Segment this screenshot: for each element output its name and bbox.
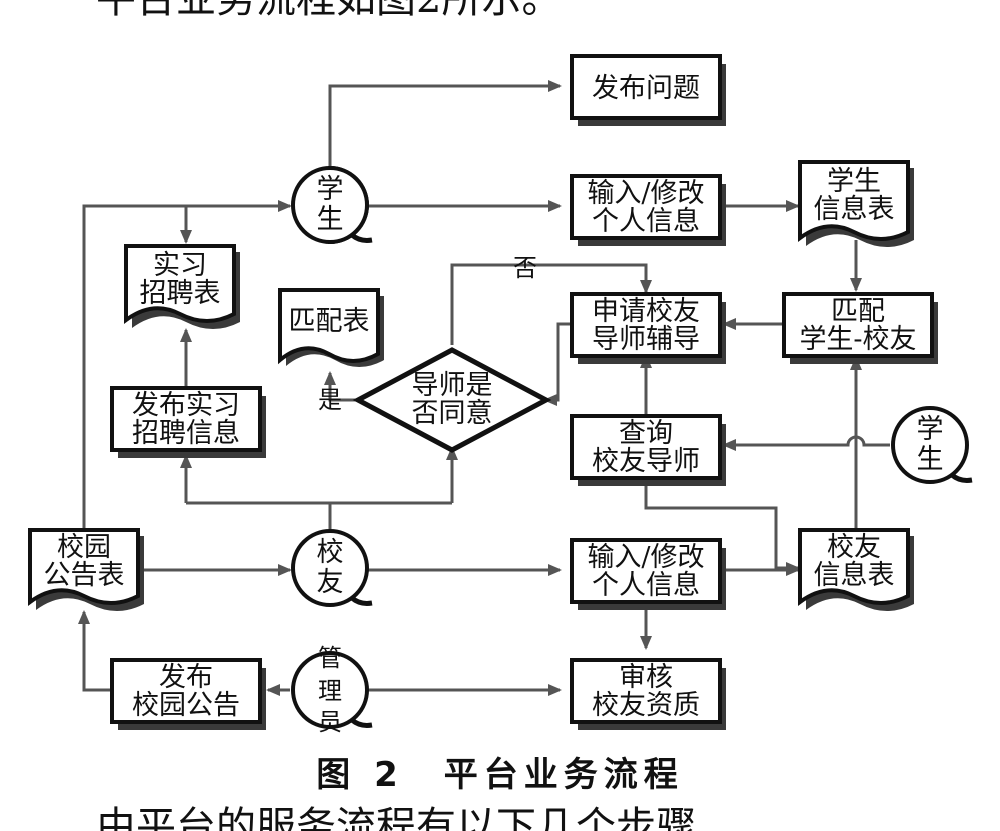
node-student-right: 学 生	[891, 406, 973, 484]
label-student-right-1: 学	[917, 414, 944, 445]
label-campus-table-1: 校园	[57, 532, 111, 563]
edge-label-no: 否	[513, 254, 537, 282]
label-admin-2: 理	[318, 677, 342, 705]
node-student-top: 学 生	[291, 165, 373, 245]
label-match-student-1: 匹配	[831, 296, 885, 327]
edge-student-right-to-query	[722, 435, 890, 451]
label-admin-3: 员	[318, 708, 342, 736]
node-match-table: 匹配表	[278, 288, 384, 367]
edge-label-yes: 是	[318, 386, 342, 414]
label-intern-table-2: 招聘表	[140, 278, 221, 309]
edge-publish-campus-to-table	[78, 610, 112, 692]
label-query-mentor-2: 校友导师	[592, 446, 700, 477]
edge-student-to-publish-question	[328, 80, 562, 170]
label-review-1: 审核	[619, 662, 673, 693]
label-apply-mentor-1: 申请校友	[592, 296, 700, 327]
label-input-alumni-1: 输入/修改	[587, 542, 704, 573]
node-alumni-info-table: 校友 信息表	[798, 528, 914, 611]
edge-decision-no	[450, 263, 652, 345]
label-alumni-table-1: 校友	[827, 532, 881, 563]
label-publish-question: 发布问题	[592, 73, 700, 104]
edge-query-to-alumni-table	[644, 478, 800, 574]
label-student-table-2: 信息表	[814, 194, 895, 225]
node-match-student-alumni: 匹配 学生-校友	[782, 292, 938, 364]
label-publish-intern-1: 发布实习	[132, 390, 240, 421]
label-publish-campus-1: 发布	[159, 662, 213, 693]
label-publish-campus-2: 校园公告	[132, 690, 240, 721]
label-decision-2: 否同意	[412, 398, 493, 429]
label-apply-mentor-2: 导师辅导	[592, 324, 700, 355]
node-input-alumni-info: 输入/修改 个人信息	[570, 538, 726, 610]
node-publish-campus-notice: 发布 校园公告	[110, 658, 266, 730]
bottom-text-partial: 由平台的服务流程有以下几个步骤	[96, 804, 696, 831]
label-intern-table-1: 实习	[153, 250, 207, 281]
label-match-student-2: 学生-校友	[799, 324, 916, 355]
label-review-2: 校友资质	[592, 690, 700, 721]
node-review-alumni: 审核 校友资质	[570, 658, 726, 730]
node-publish-internship: 发布实习 招聘信息	[110, 386, 266, 458]
edge-campus-to-student	[82, 200, 292, 530]
label-admin-1: 管	[318, 644, 342, 672]
node-student-info-table: 学生 信息表	[798, 160, 914, 247]
node-publish-question: 发布问题	[570, 54, 726, 126]
label-student-top-1: 学	[317, 174, 344, 205]
label-input-alumni-2: 个人信息	[592, 570, 700, 601]
label-publish-intern-2: 招聘信息	[132, 418, 240, 449]
node-apply-mentor: 申请校友 导师辅导	[570, 292, 726, 364]
label-match-table: 匹配表	[289, 306, 370, 337]
node-query-mentor: 查询 校友导师	[570, 414, 726, 486]
label-input-student-2: 个人信息	[592, 206, 700, 237]
label-alumni-table-2: 信息表	[814, 560, 895, 591]
node-input-student-info: 输入/修改 个人信息	[570, 174, 726, 246]
node-campus-notice-table: 校园 公告表	[28, 528, 144, 611]
label-query-mentor-1: 查询	[619, 418, 673, 449]
label-alumni-1: 校	[317, 537, 344, 568]
label-student-right-2: 生	[917, 444, 944, 475]
label-campus-table-2: 公告表	[44, 560, 125, 591]
edges	[78, 80, 890, 696]
label-student-top-2: 生	[317, 204, 344, 235]
label-alumni-2: 友	[317, 567, 344, 598]
edge-apply-to-decision	[543, 322, 572, 406]
label-decision-1: 导师是	[412, 370, 493, 401]
label-student-table-1: 学生	[827, 166, 881, 197]
node-mentor-decision: 导师是 否同意	[352, 347, 552, 453]
label-input-student-1: 输入/修改	[587, 178, 704, 209]
top-text-partial: 平台业务流程如图2所示。	[96, 0, 561, 22]
node-alumni: 校 友	[291, 529, 373, 607]
node-internship-table: 实习 招聘表	[124, 244, 240, 329]
figure-caption: 图 2 平台业务流程	[316, 755, 684, 795]
node-admin: 管 理 员	[291, 644, 373, 736]
